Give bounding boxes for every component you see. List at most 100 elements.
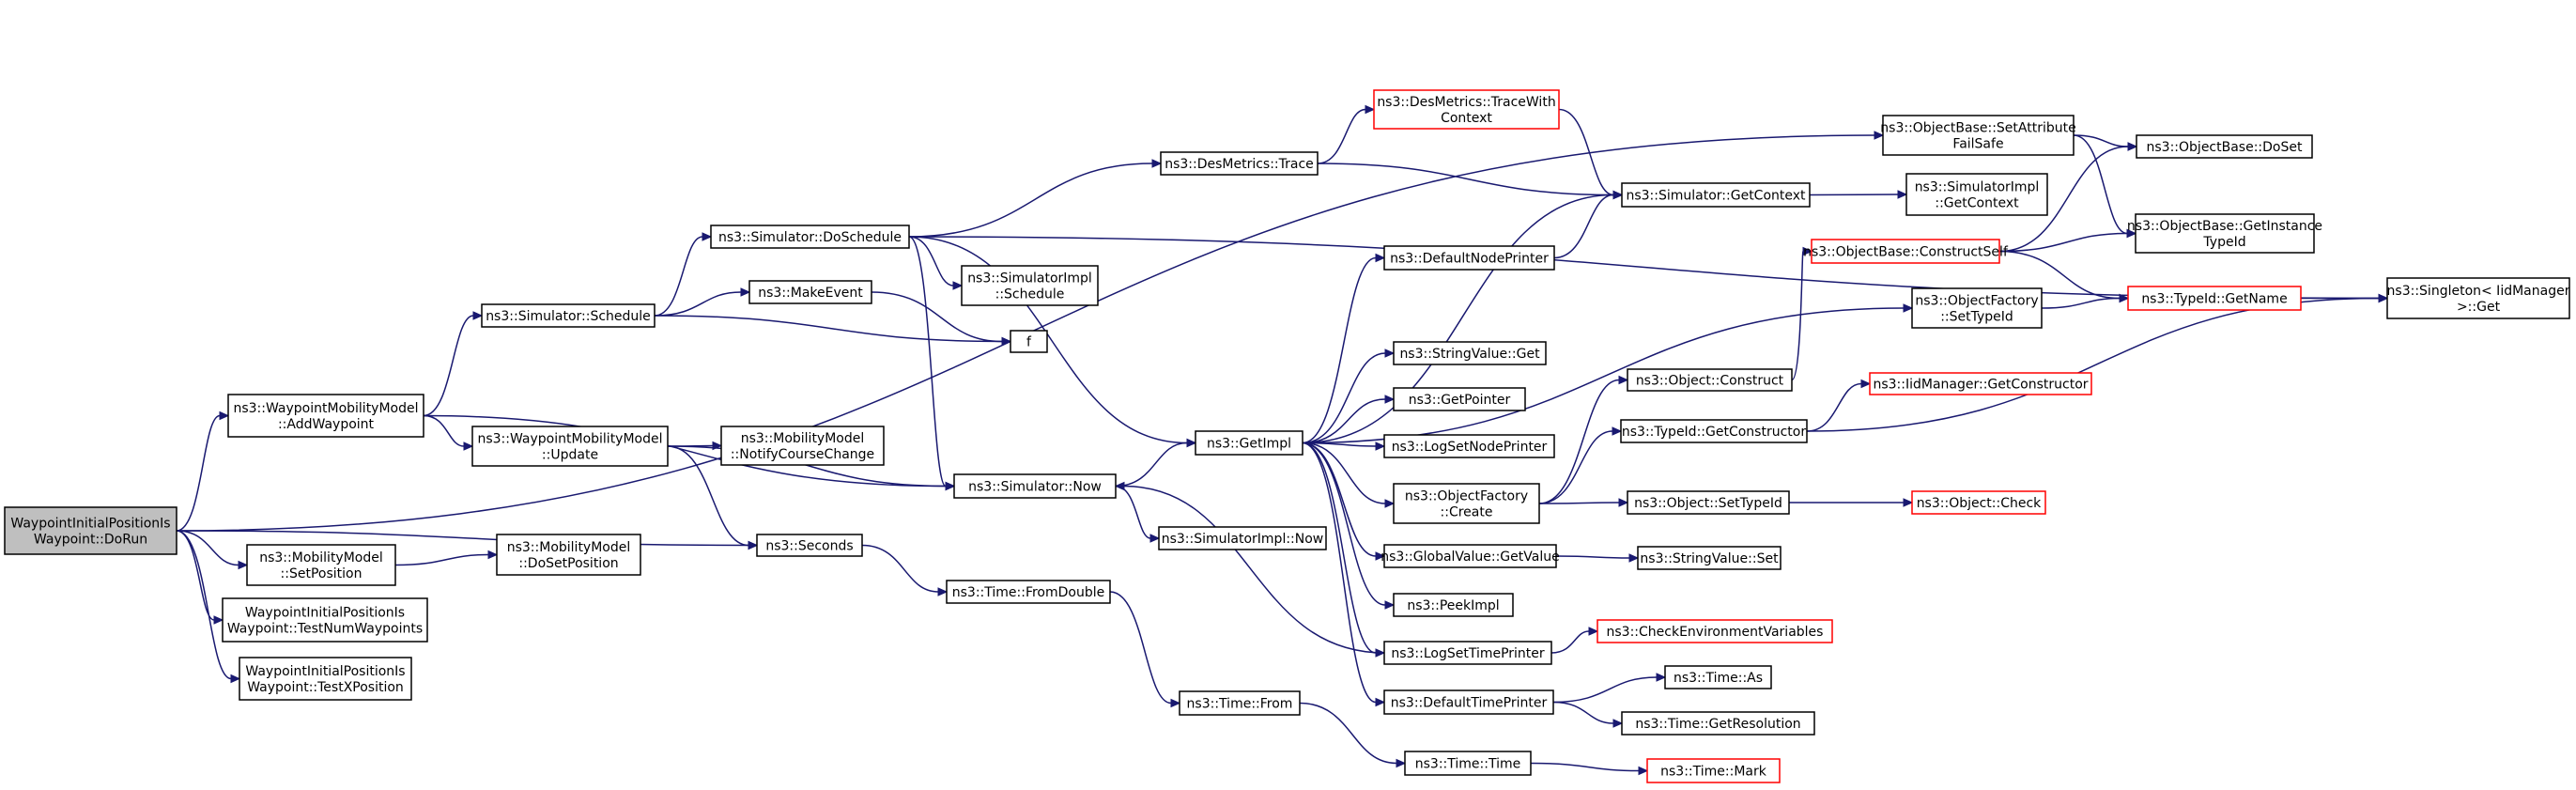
node-doschedule[interactable]: ns3::Simulator::DoSchedule (710, 225, 910, 249)
node-ofsettypeid[interactable]: ns3::ObjectFactory::SetTypeId (1911, 287, 2043, 329)
arrowhead (1365, 104, 1376, 115)
edge-schedule-to-f (654, 315, 1012, 347)
node-simimplctx[interactable]: ns3::SimulatorImpl::GetContext (1905, 173, 2048, 216)
node-now[interactable]: ns3::Simulator::Now (953, 473, 1117, 499)
node-objsettypeid[interactable]: ns3::Object::SetTypeId (1627, 490, 1790, 515)
edge-getimpl-to-defnodeprinter (1302, 253, 1386, 444)
node-iidgetctor[interactable]: ns3::IidManager::GetConstructor (1869, 372, 2092, 395)
node-label: ns3::ObjectFactory (1405, 489, 1528, 504)
node-makeevent[interactable]: ns3::MakeEvent (748, 280, 872, 304)
edge-logsettime-to-now (1114, 481, 1385, 654)
node-label: WaypointInitialPositionIs (245, 606, 405, 621)
node-box (1811, 239, 2000, 264)
node-strget[interactable]: ns3::StringValue::Get (1393, 341, 1547, 365)
node-from[interactable]: ns3::Time::From (1179, 690, 1301, 716)
node-addwp[interactable]: ns3::WaypointMobilityModel::AddWaypoint (227, 394, 424, 438)
node-dosetpos[interactable]: ns3::MobilityModel::DoSetPosition (496, 534, 641, 576)
node-getcontext[interactable]: ns3::Simulator::GetContext (1621, 182, 1811, 208)
node-testx[interactable]: WaypointInitialPositionIsWaypoint::TestX… (239, 657, 412, 701)
node-box (1882, 115, 2075, 156)
node-schedule[interactable]: ns3::Simulator::Schedule (481, 303, 656, 328)
node-label: ns3::Time::GetResolution (1635, 717, 1800, 732)
node-fromdouble[interactable]: ns3::Time::FromDouble (946, 580, 1111, 604)
arrowhead (1802, 246, 1813, 256)
edge-line (1998, 146, 2129, 253)
edge-globalget-to-strset (1555, 553, 1640, 563)
edge-objconstruct-to-constructself (1791, 246, 1813, 381)
node-update[interactable]: ns3::WaypointMobilityModel::Update (471, 426, 669, 467)
node-box (1869, 372, 2092, 395)
edge-line (176, 530, 232, 680)
node-destrace[interactable]: ns3::DesMetrics::Trace (1160, 151, 1319, 176)
node-box (748, 280, 872, 304)
node-label: ::Create (1441, 505, 1493, 520)
node-box (4, 506, 177, 555)
node-testnum[interactable]: WaypointInitialPositionIsWaypoint::TestN… (222, 597, 428, 643)
node-box (1404, 751, 1532, 776)
arrowhead (1186, 438, 1197, 448)
edge-line (1806, 297, 2380, 432)
edge-line (1791, 250, 1804, 381)
node-getconstructor[interactable]: ns3::TypeId::GetConstructor (1620, 419, 1808, 443)
node-timemark[interactable]: ns3::Time::Mark (1646, 758, 1781, 783)
edge-ofsettypeid-to-getname (2041, 293, 2130, 309)
node-logsetnode[interactable]: ns3::LogSetNodePrinter (1383, 434, 1555, 458)
edge-line (1115, 441, 1188, 488)
node-setpos[interactable]: ns3::MobilityModel::SetPosition (246, 544, 396, 586)
arrowhead (1396, 758, 1407, 768)
node-strset[interactable]: ns3::StringValue::Set (1637, 546, 1782, 570)
node-label: ns3::Simulator::DoSchedule (718, 230, 902, 245)
node-globalget[interactable]: ns3::GlobalValue::GetValue (1381, 544, 1560, 568)
node-logsettime[interactable]: ns3::LogSetTimePrinter (1383, 641, 1552, 665)
node-box (1637, 546, 1782, 570)
node-box (227, 394, 424, 438)
node-constructself[interactable]: ns3::ObjectBase::ConstructSelf (1803, 239, 2009, 264)
node-notify[interactable]: ns3::MobilityModel::NotifyCourseChange (720, 426, 885, 466)
node-simimplsched[interactable]: ns3::SimulatorImpl::Schedule (961, 265, 1099, 306)
node-deftimeprinter[interactable]: ns3::DefaultTimePrinter (1383, 689, 1554, 715)
edge-root-to-testnum (176, 530, 224, 625)
node-box (1373, 89, 1560, 130)
node-objcheck[interactable]: ns3::Object::Check (1911, 490, 2046, 515)
arrowhead (1375, 697, 1386, 707)
node-label: Waypoint::TestXPosition (247, 680, 404, 695)
node-checkenv[interactable]: ns3::CheckEnvironmentVariables (1597, 619, 1833, 643)
node-getres[interactable]: ns3::Time::GetResolution (1621, 711, 1815, 736)
edge-line (1998, 232, 2128, 253)
node-f[interactable]: f (1010, 330, 1048, 353)
arrowhead (2127, 142, 2138, 151)
edge-fromdouble-to-from (1109, 591, 1181, 708)
node-peekimpl[interactable]: ns3::PeekImpl (1393, 593, 1514, 617)
edge-line (2073, 134, 2128, 235)
node-defnodeprinter[interactable]: ns3::DefaultNodePrinter (1383, 245, 1555, 271)
node-label: ns3::GetPointer (1409, 393, 1511, 408)
edge-line (1317, 108, 1366, 164)
arrowhead (2126, 228, 2137, 239)
node-getpointer[interactable]: ns3::GetPointer (1393, 387, 1526, 411)
node-getimpl[interactable]: ns3::GetImpl (1195, 430, 1303, 456)
arrowhead (1612, 426, 1623, 436)
node-box (1627, 490, 1790, 515)
node-timetime[interactable]: ns3::Time::Time (1404, 751, 1532, 776)
edge-line (908, 236, 1188, 444)
node-doset[interactable]: ns3::ObjectBase::DoSet (2136, 134, 2313, 159)
edge-line (1317, 163, 1614, 196)
arrowhead (2119, 293, 2130, 303)
node-objconstruct[interactable]: ns3::Object::Construct (1627, 368, 1793, 392)
edge-line (394, 553, 489, 566)
edge-getimpl-to-getpointer (1302, 395, 1396, 444)
edge-root-to-addwp (176, 410, 230, 532)
node-label: ::Schedule (995, 287, 1065, 302)
edge-line (1302, 194, 1614, 444)
node-getname[interactable]: ns3::TypeId::GetName (2127, 286, 2302, 311)
node-label: ns3::MakeEvent (758, 286, 863, 301)
node-ofcreate[interactable]: ns3::ObjectFactory::Create (1393, 483, 1540, 524)
node-seconds[interactable]: ns3::Seconds (756, 534, 863, 557)
edge-line (1115, 485, 1151, 539)
node-singleton[interactable]: ns3::Singleton< IidManager >::Get (2386, 277, 2570, 319)
node-timeas[interactable]: ns3::Time::As (1664, 665, 1772, 689)
node-simimplnow[interactable]: ns3::SimulatorImpl::Now (1158, 526, 1327, 550)
